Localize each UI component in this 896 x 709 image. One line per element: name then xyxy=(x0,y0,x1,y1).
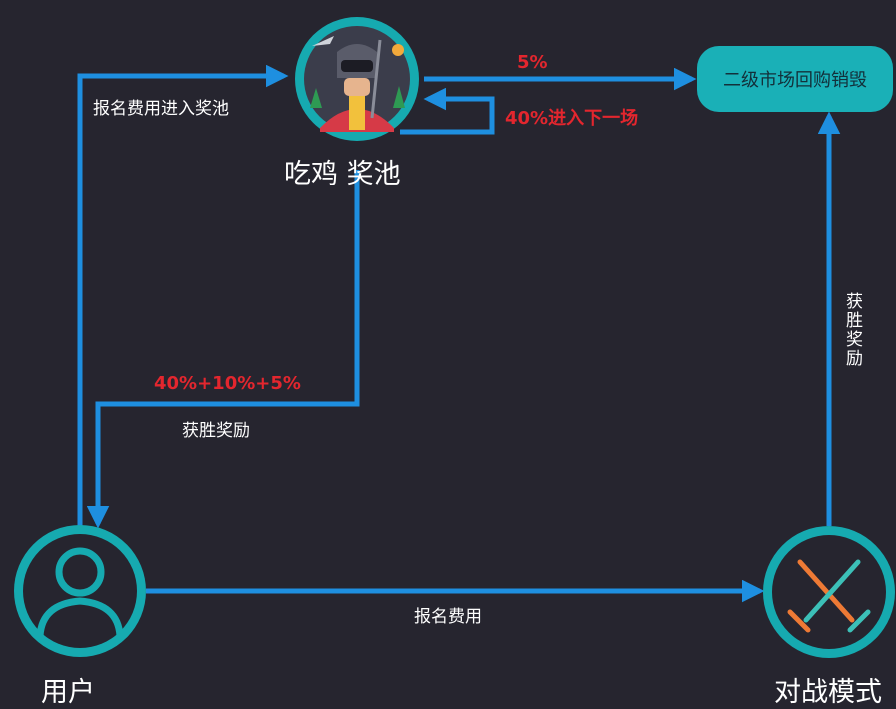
arrow-pool-to-user xyxy=(86,170,360,529)
battle-to-market-label: 获胜奖励 xyxy=(842,292,862,368)
pool-title: 吃鸡 奖池 xyxy=(284,159,401,190)
crossed-swords-icon xyxy=(787,559,871,633)
pool-to-market-percent: 5% xyxy=(517,52,548,73)
arrow-user-to-pool xyxy=(77,64,289,528)
user-node xyxy=(14,525,146,657)
reward-label: 获胜奖励 xyxy=(182,421,250,441)
pool-loop-label: 40%进入下一场 xyxy=(505,108,639,129)
reward-split-label: 40%+10%+5% xyxy=(154,373,301,394)
secondary-market-label: 二级市场回购销毁 xyxy=(723,70,867,91)
player-avatar-icon xyxy=(310,36,405,132)
user-title: 用户 xyxy=(41,677,95,708)
arrow-pool-loop xyxy=(400,87,495,135)
battle-node xyxy=(763,526,895,658)
battle-title: 对战模式 xyxy=(774,677,882,708)
pool-node xyxy=(295,17,419,141)
user-icon xyxy=(36,547,124,637)
entry-to-pool-label: 报名费用进入奖池 xyxy=(93,99,229,119)
secondary-market-buyback-box: 二级市场回购销毁 xyxy=(697,46,893,112)
user-to-battle-label: 报名费用 xyxy=(414,607,482,627)
